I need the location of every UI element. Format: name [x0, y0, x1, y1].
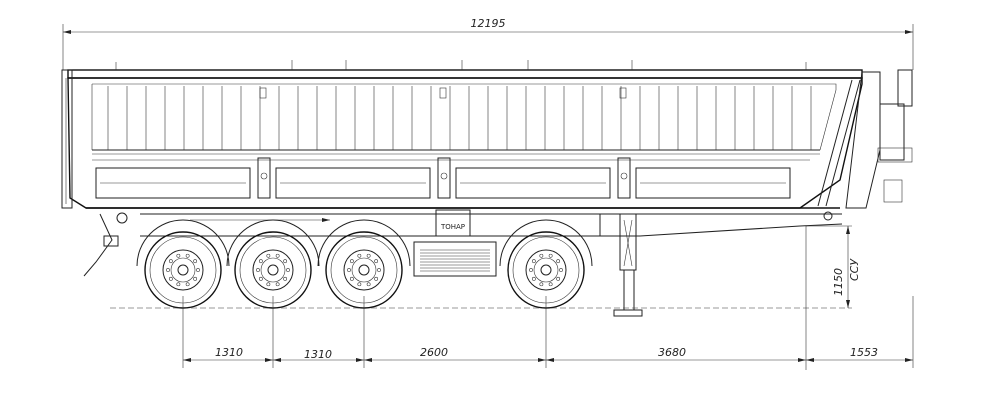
front-hydraulic-cylinder [817, 69, 913, 209]
maker-plate-label: ТОНАР [440, 223, 465, 231]
wheelbase-dimensions: 1310 1310 2600 3680 1553 [182, 296, 914, 368]
landing-gear [613, 213, 643, 317]
trailer-body [61, 60, 863, 209]
coupling-label: ССУ [848, 258, 861, 281]
overall-length-dimension: 12195 [62, 17, 914, 70]
dim-front-overhang: 1553 [850, 346, 878, 359]
coupling-height-label: 1150 [832, 268, 845, 296]
dim-axle-2-3: 1310 [304, 348, 332, 361]
dim-axle-4-kingpin: 3680 [658, 346, 686, 359]
wheels-group [136, 219, 593, 309]
tool-box [413, 241, 497, 277]
maker-plate: ТОНАР [435, 209, 471, 237]
dim-axle-3-4: 2600 [420, 346, 448, 359]
dim-axle-1-2: 1310 [215, 346, 243, 359]
wheel [499, 219, 593, 309]
wheel [226, 219, 320, 309]
wheel [317, 219, 411, 309]
body-ribs [107, 86, 812, 150]
tool-box-grille [420, 249, 490, 272]
coupling-height-dimension: 1150 ССУ [805, 225, 861, 370]
wheel [136, 219, 230, 309]
overall-length-label: 12195 [471, 17, 506, 30]
